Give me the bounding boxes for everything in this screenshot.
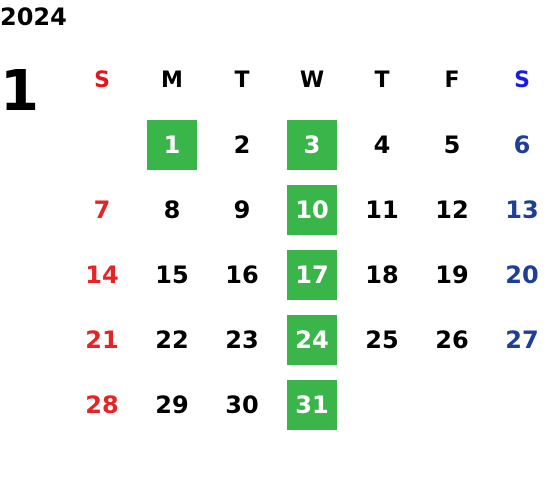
day-number: 7	[93, 196, 111, 224]
day-number: 25	[365, 326, 399, 354]
day-number: 24	[287, 315, 337, 365]
day-number: 12	[435, 196, 469, 224]
day-cell[interactable]: 15	[137, 250, 207, 315]
day-number: 1	[147, 120, 197, 170]
day-number: 29	[155, 391, 189, 419]
day-cell[interactable]: 12	[417, 185, 487, 250]
day-number: 22	[155, 326, 189, 354]
day-cell[interactable]: 10	[277, 185, 347, 250]
day-cell[interactable]: 3	[277, 120, 347, 185]
day-cell[interactable]: 8	[137, 185, 207, 250]
day-number: 17	[287, 250, 337, 300]
day-cell[interactable]: 9	[207, 185, 277, 250]
day-cell[interactable]: 22	[137, 315, 207, 380]
day-cell[interactable]: 5	[417, 120, 487, 185]
weekday-monday: M	[161, 68, 183, 93]
day-number: 16	[225, 261, 259, 289]
day-number: 18	[365, 261, 399, 289]
day-cell[interactable]: 28	[67, 380, 137, 445]
weekday-wednesday: W	[299, 68, 325, 93]
day-number: 4	[373, 131, 391, 159]
day-number: 30	[225, 391, 259, 419]
day-number: 26	[435, 326, 469, 354]
day-number: 27	[505, 326, 539, 354]
day-number: 10	[287, 185, 337, 235]
weekday-thursday: T	[374, 68, 390, 93]
day-number: 8	[163, 196, 181, 224]
day-number: 28	[85, 391, 119, 419]
weekday-sunday: S	[94, 68, 110, 93]
day-cell[interactable]: 2	[207, 120, 277, 185]
day-number: 11	[365, 196, 399, 224]
day-number: 9	[233, 196, 251, 224]
weekday-friday: F	[444, 68, 460, 93]
day-cell[interactable]: 25	[347, 315, 417, 380]
day-cell[interactable]: 7	[67, 185, 137, 250]
day-cell[interactable]: 21	[67, 315, 137, 380]
day-number: 31	[287, 380, 337, 430]
day-cell[interactable]: 26	[417, 315, 487, 380]
empty-cell	[67, 120, 137, 185]
day-cell[interactable]: 20	[487, 250, 548, 315]
day-cell[interactable]: 13	[487, 185, 548, 250]
day-number: 15	[155, 261, 189, 289]
year-label: 2024	[0, 3, 67, 31]
day-cell[interactable]: 23	[207, 315, 277, 380]
day-number: 21	[85, 326, 119, 354]
day-cell[interactable]: 19	[417, 250, 487, 315]
day-cell[interactable]: 17	[277, 250, 347, 315]
day-number: 19	[435, 261, 469, 289]
day-cell[interactable]: 30	[207, 380, 277, 445]
day-cell[interactable]: 14	[67, 250, 137, 315]
weekday-saturday: S	[514, 68, 530, 93]
weekday-tuesday: T	[234, 68, 250, 93]
day-number: 23	[225, 326, 259, 354]
day-number: 2	[233, 131, 251, 159]
day-cell[interactable]: 16	[207, 250, 277, 315]
day-number: 14	[85, 261, 119, 289]
day-cell[interactable]: 11	[347, 185, 417, 250]
day-cell[interactable]: 6	[487, 120, 548, 185]
day-number: 13	[505, 196, 539, 224]
day-cell[interactable]: 29	[137, 380, 207, 445]
day-cell[interactable]: 24	[277, 315, 347, 380]
day-cell[interactable]: 27	[487, 315, 548, 380]
day-number: 6	[513, 131, 531, 159]
day-number: 20	[505, 261, 539, 289]
day-cell[interactable]: 4	[347, 120, 417, 185]
weekday-header: S M T W T F S	[67, 64, 548, 98]
day-number: 3	[287, 120, 337, 170]
month-number: 1	[0, 59, 39, 124]
day-cell[interactable]: 18	[347, 250, 417, 315]
day-cell[interactable]: 1	[137, 120, 207, 185]
day-number: 5	[443, 131, 461, 159]
day-cell[interactable]: 31	[277, 380, 347, 445]
